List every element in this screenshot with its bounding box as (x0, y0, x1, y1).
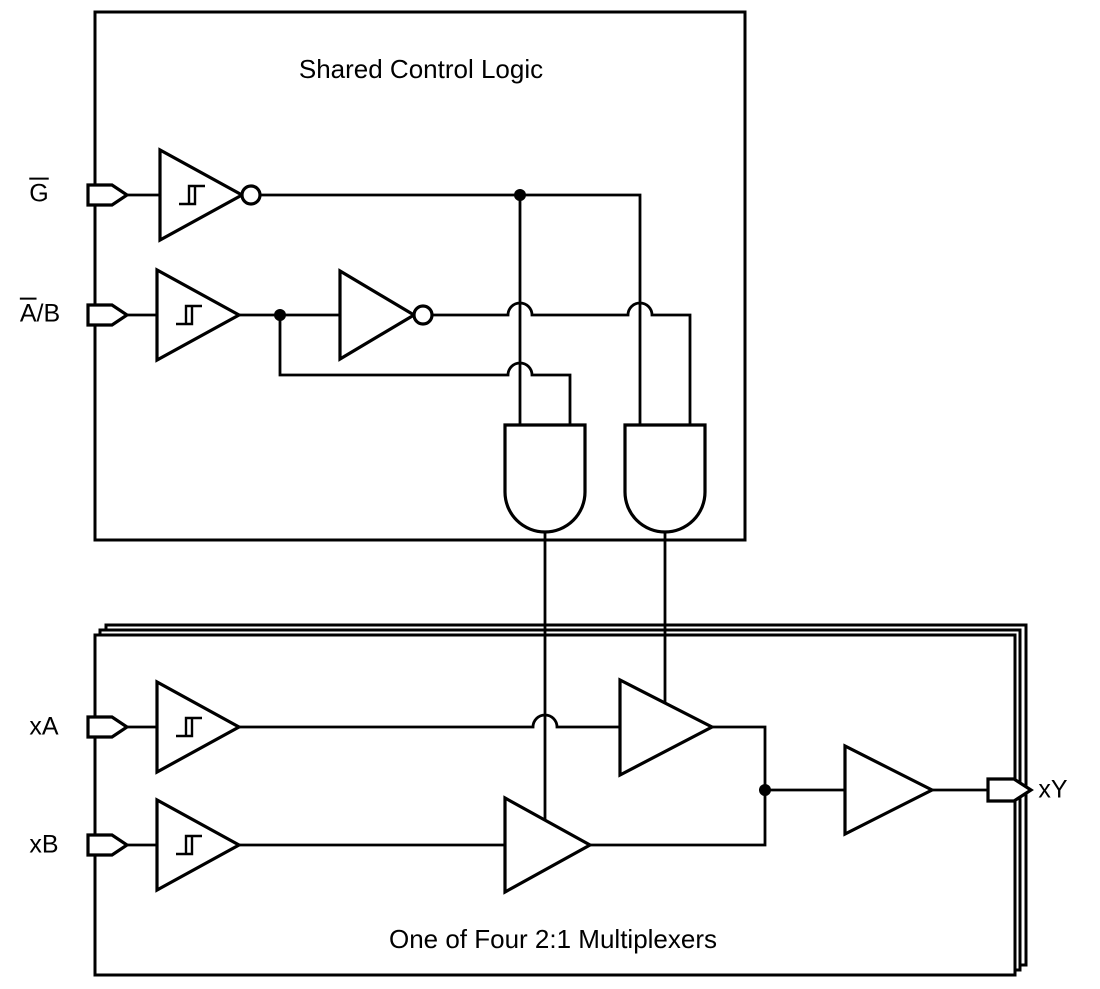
and-gate-right (623, 423, 707, 534)
pin-label-xy: xY (1038, 775, 1068, 804)
output-pin-xy (986, 777, 1034, 803)
pin-label-xb: xB (29, 830, 59, 859)
wire-driver-xa-out (712, 725, 767, 790)
driver-xa (618, 677, 716, 778)
inverter-ab (338, 268, 434, 362)
junction-dots (274, 189, 771, 796)
pin-label-ab-plain: /B (36, 299, 61, 328)
hysteresis-icon (176, 716, 202, 738)
input-pin-xa (86, 715, 130, 739)
hysteresis-icon (179, 184, 205, 206)
input-pin-ab (86, 303, 130, 327)
schmitt-inverter-g (158, 147, 262, 243)
driver-xb (503, 795, 594, 895)
junction-dot (514, 189, 526, 201)
pin-label-g-overlined: G (29, 179, 49, 208)
junction-dot (759, 784, 771, 796)
wire-inverter-out (432, 301, 692, 425)
pin-label-ab-overlined: A (19, 299, 37, 328)
pin-label-ab: A/B (20, 300, 60, 329)
output-buffer (843, 743, 936, 837)
schmitt-buffer-xb (155, 797, 243, 893)
inverter-bubble (240, 184, 262, 206)
pin-symbols (86, 183, 1034, 857)
mux-box-title: One of Four 2:1 Multiplexers (388, 924, 718, 955)
wire-xa (239, 713, 620, 729)
schmitt-buffer-ab (155, 267, 243, 363)
pin-label-xa: xA (29, 712, 59, 741)
wire-driver-xb-out (590, 790, 767, 847)
wire-ab-branch (278, 315, 572, 425)
control-box-title: Shared Control Logic (298, 54, 544, 85)
hysteresis-icon (176, 834, 202, 856)
junction-dot (274, 309, 286, 321)
pin-label-g: G (29, 180, 48, 209)
hysteresis-icon (176, 304, 202, 326)
input-pin-g (86, 183, 130, 207)
wires (127, 193, 988, 847)
wire-g-out (260, 193, 642, 425)
and-gate-left (503, 423, 587, 534)
input-pin-xb (86, 833, 130, 857)
schmitt-buffer-xa (155, 679, 243, 775)
inverter-bubble (412, 304, 434, 326)
